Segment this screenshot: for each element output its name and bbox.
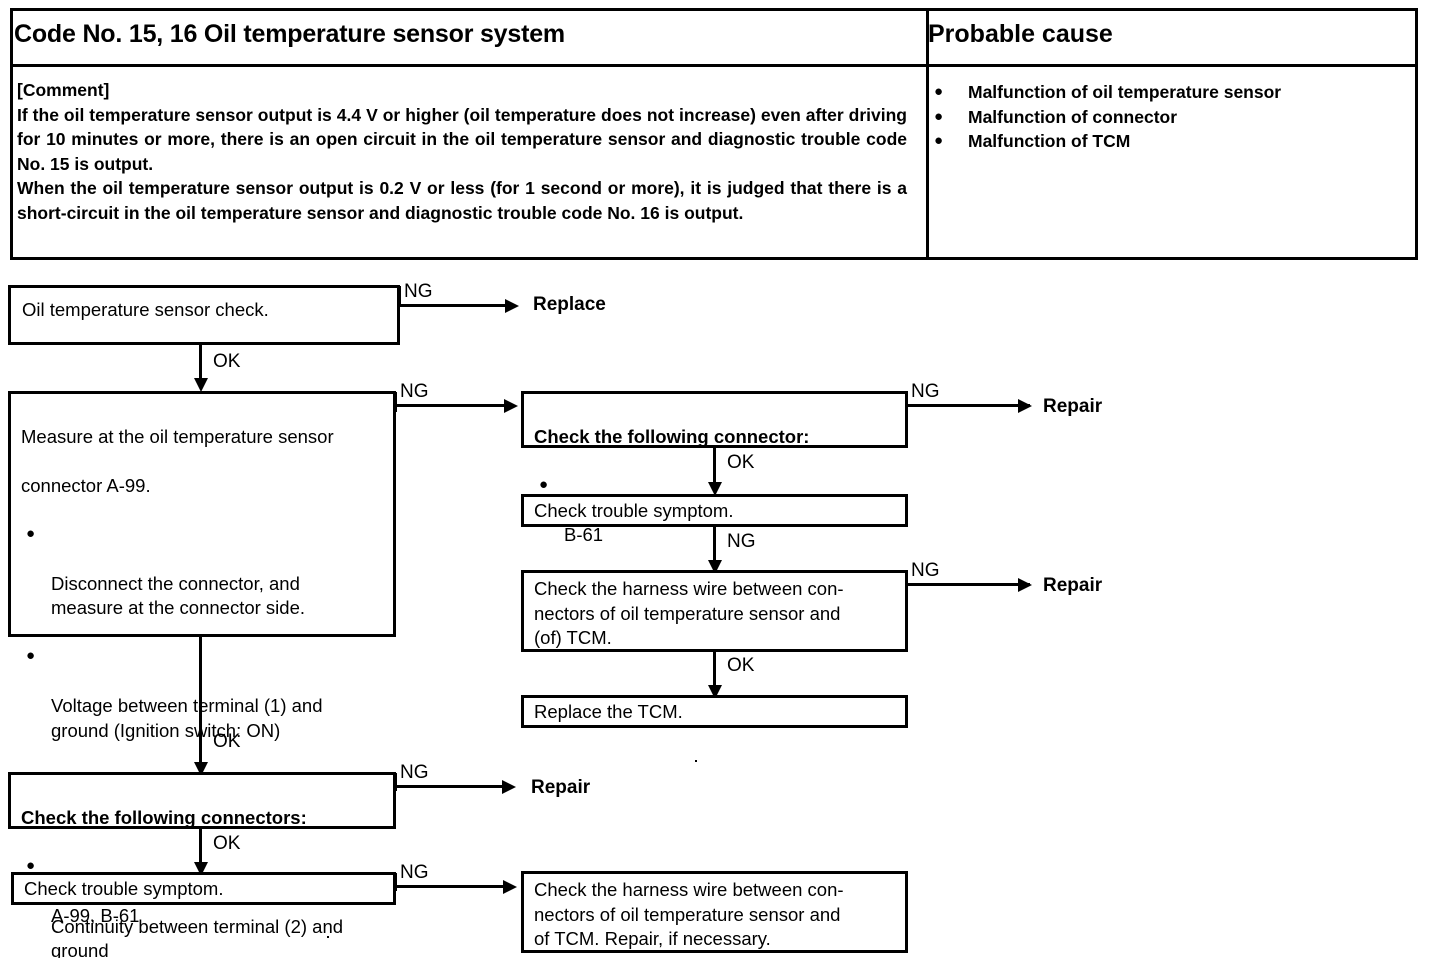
edge-ng-repair3-arrowhead (502, 780, 516, 794)
box-measure-text: Measure at the oil temperature sensor co… (21, 400, 389, 958)
edge-ng-repair3-line (394, 785, 508, 788)
edge-label-ng: NG (400, 762, 429, 783)
edge-label-ok: OK (213, 833, 241, 854)
bullet-icon: ● (26, 647, 36, 664)
header-table (10, 8, 1418, 260)
box-check-harness-bottom: Check the harness wire between con- nect… (521, 871, 908, 953)
edge-label-ok: OK (727, 655, 755, 676)
bullet-icon: ● (934, 83, 944, 100)
box-check-connector-b61: Check the following connector: ● B-61 (521, 391, 908, 545)
edge-label-ng: NG (911, 381, 940, 402)
edge-ng-repair1-line (905, 404, 1030, 407)
bullet-icon: ● (934, 107, 944, 125)
check-connectors-item-label: A-99, B-61 (51, 904, 140, 926)
edge-ok-symptom-left-line (199, 829, 202, 871)
terminal-replace: Replace (533, 294, 606, 315)
edge-ng-harness-bottom-arrowhead (503, 880, 517, 894)
scan-speck (327, 936, 329, 938)
edge-ng-connector-arrowhead (504, 399, 518, 413)
measure-bullet-2-label: Voltage between terminal (1) and ground … (51, 695, 323, 741)
comment-label: [Comment] (17, 80, 110, 100)
header-column-divider (926, 11, 929, 257)
edge-ok-symptom-right-arrowhead (708, 482, 722, 496)
edge-label-ng: NG (911, 560, 940, 581)
edge-ok-measure-arrowhead (194, 378, 208, 392)
box-check-connectors-a99-b61: Check the following connectors: ● A-99, … (8, 772, 396, 926)
measure-line-1: Measure at the oil temperature sensor (21, 425, 334, 447)
box-measure-at-connector: Measure at the oil temperature sensor co… (8, 391, 396, 958)
box-check-connector-b61-text: Check the following connector: ● B-61 (534, 400, 809, 572)
check-connector-b61-item-label: B-61 (564, 523, 604, 545)
comment-block: [Comment] If the oil temperature sensor … (17, 78, 907, 225)
header-title-row (13, 11, 1415, 67)
edge-ok-symptom-right-line (713, 448, 716, 490)
measure-bullet-1: ● Disconnect the connector, and measure … (21, 523, 389, 621)
edge-ng-connector-stub (394, 392, 397, 412)
edge-ng-repair2-stub (905, 571, 908, 589)
check-connector-b61-item: ● B-61 (534, 474, 809, 548)
edge-label-ng: NG (400, 381, 429, 402)
terminal-repair: Repair (1043, 396, 1103, 417)
edge-ng-repair1-arrowhead (1018, 399, 1032, 413)
probable-cause-title: Probable cause (928, 20, 1113, 48)
scan-speck (695, 760, 697, 762)
cause-item-label: Malfunction of oil temperature sensor (968, 82, 1282, 102)
edge-label-ok: OK (213, 731, 241, 752)
measure-bullet-3: ● Continuity between terminal (2) and gr… (21, 866, 389, 958)
edge-ng-repair1-stub (905, 392, 908, 410)
box-check-trouble-symptom-left: Check trouble symptom. (11, 872, 396, 905)
page-title: Code No. 15, 16 Oil temperature sensor s… (14, 20, 565, 48)
edge-ng-repair2-arrowhead (1018, 578, 1032, 592)
bullet-icon: ● (26, 856, 36, 874)
comment-paragraph-1: If the oil temperature sensor output is … (17, 104, 907, 174)
measure-line-2: connector A-99. (21, 474, 151, 496)
edge-ng-repair3-stub (394, 773, 397, 791)
cause-item: ● Malfunction of TCM (930, 129, 1400, 154)
terminal-repair: Repair (531, 777, 591, 798)
edge-ng-replace-arrowhead (505, 299, 519, 313)
edge-ng-replace-line (398, 304, 508, 307)
box-check-trouble-symptom-right: Check trouble symptom. (521, 494, 908, 527)
edge-ng-connector-line (394, 404, 504, 407)
bullet-icon: ● (934, 132, 944, 149)
bullet-icon: ● (539, 475, 549, 493)
edge-ng-harness-bottom-line (394, 885, 508, 888)
cause-item-label: Malfunction of connector (968, 106, 1178, 127)
box-check-trouble-symptom-left-label: Check trouble symptom. (24, 878, 224, 899)
edge-ng-harness-bottom-stub (394, 873, 397, 891)
edge-ng-replace-stub (398, 286, 401, 306)
box-replace-tcm-label: Replace the TCM. (534, 701, 683, 722)
cause-item: ● Malfunction of oil temperature sensor (930, 80, 1400, 105)
edge-label-ok: OK (213, 351, 241, 372)
box-oil-temperature-sensor-check: Oil temperature sensor check. (8, 285, 400, 345)
comment-paragraph-2: When the oil temperature sensor output i… (17, 178, 907, 223)
probable-cause-list: ● Malfunction of oil temperature sensor … (930, 80, 1400, 154)
box-check-harness-right: Check the harness wire between con- nect… (521, 570, 908, 652)
edge-ok-connectors-line (199, 637, 202, 772)
edge-ok-replace-tcm-line (713, 652, 716, 694)
box-check-harness-right-label: Check the harness wire between con- nect… (534, 578, 844, 648)
edge-label-ok: OK (727, 452, 755, 473)
box-oil-temperature-sensor-check-label: Oil temperature sensor check. (22, 299, 269, 320)
edge-ng-repair2-line (905, 583, 1030, 586)
check-connector-b61-title: Check the following connector: (534, 425, 810, 447)
edge-label-ng: NG (404, 281, 433, 302)
edge-ng-harness-right-line (713, 527, 716, 569)
measure-bullet-1-label: Disconnect the connector, and measure at… (51, 572, 306, 619)
box-check-harness-bottom-label: Check the harness wire between con- nect… (534, 879, 844, 949)
box-check-trouble-symptom-right-label: Check trouble symptom. (534, 500, 734, 521)
bullet-icon: ● (26, 524, 36, 542)
edge-label-ng: NG (400, 862, 429, 883)
box-replace-tcm: Replace the TCM. (521, 695, 908, 728)
cause-item: ● Malfunction of connector (930, 105, 1400, 130)
check-connectors-title: Check the following connectors: (21, 806, 307, 828)
edge-ok-measure-line (199, 345, 202, 385)
terminal-repair: Repair (1043, 575, 1103, 596)
edge-label-ng: NG (727, 531, 756, 552)
box-check-connectors-text: Check the following connectors: ● A-99, … (21, 781, 307, 953)
check-connectors-item: ● A-99, B-61 (21, 855, 307, 929)
measure-bullet-3-label: Continuity between terminal (2) and grou… (51, 915, 344, 958)
cause-item-label: Malfunction of TCM (968, 131, 1131, 151)
